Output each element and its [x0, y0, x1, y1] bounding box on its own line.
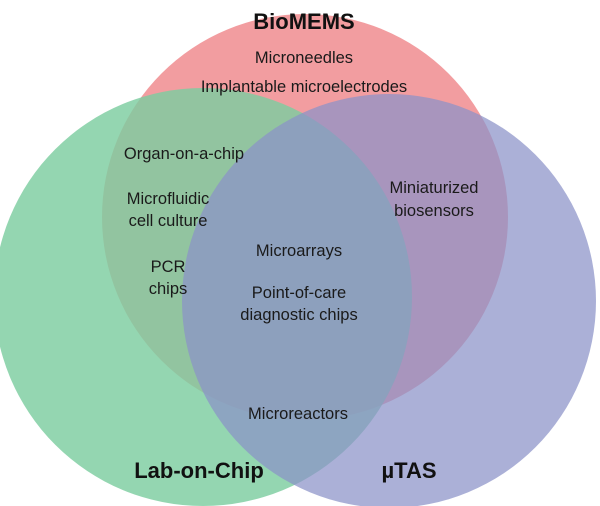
diagnostic-chips-label: diagnostic chips — [240, 306, 357, 324]
chips-label: chips — [149, 280, 188, 298]
lab-on-chip-title: Lab-on-Chip — [134, 458, 264, 483]
utas-circle — [182, 94, 596, 506]
implantable-microelectrodes-label: Implantable microelectrodes — [201, 78, 407, 96]
miniaturized-label: Miniaturized — [390, 179, 479, 197]
point-of-care-label: Point-of-care — [252, 284, 346, 302]
microfluidic-label: Microfluidic — [127, 190, 210, 208]
utas-title: µTAS — [381, 458, 436, 483]
circles — [0, 14, 596, 506]
organ-on-a-chip-label: Organ-on-a-chip — [124, 145, 244, 163]
biomems-title: BioMEMS — [253, 9, 354, 34]
biosensors-label: biosensors — [394, 202, 474, 220]
pcr-label: PCR — [151, 258, 186, 276]
cell-culture-label: cell culture — [129, 212, 208, 230]
microreactors-label: Microreactors — [248, 405, 348, 423]
microarrays-label: Microarrays — [256, 242, 342, 260]
microneedles-label: Microneedles — [255, 49, 353, 67]
